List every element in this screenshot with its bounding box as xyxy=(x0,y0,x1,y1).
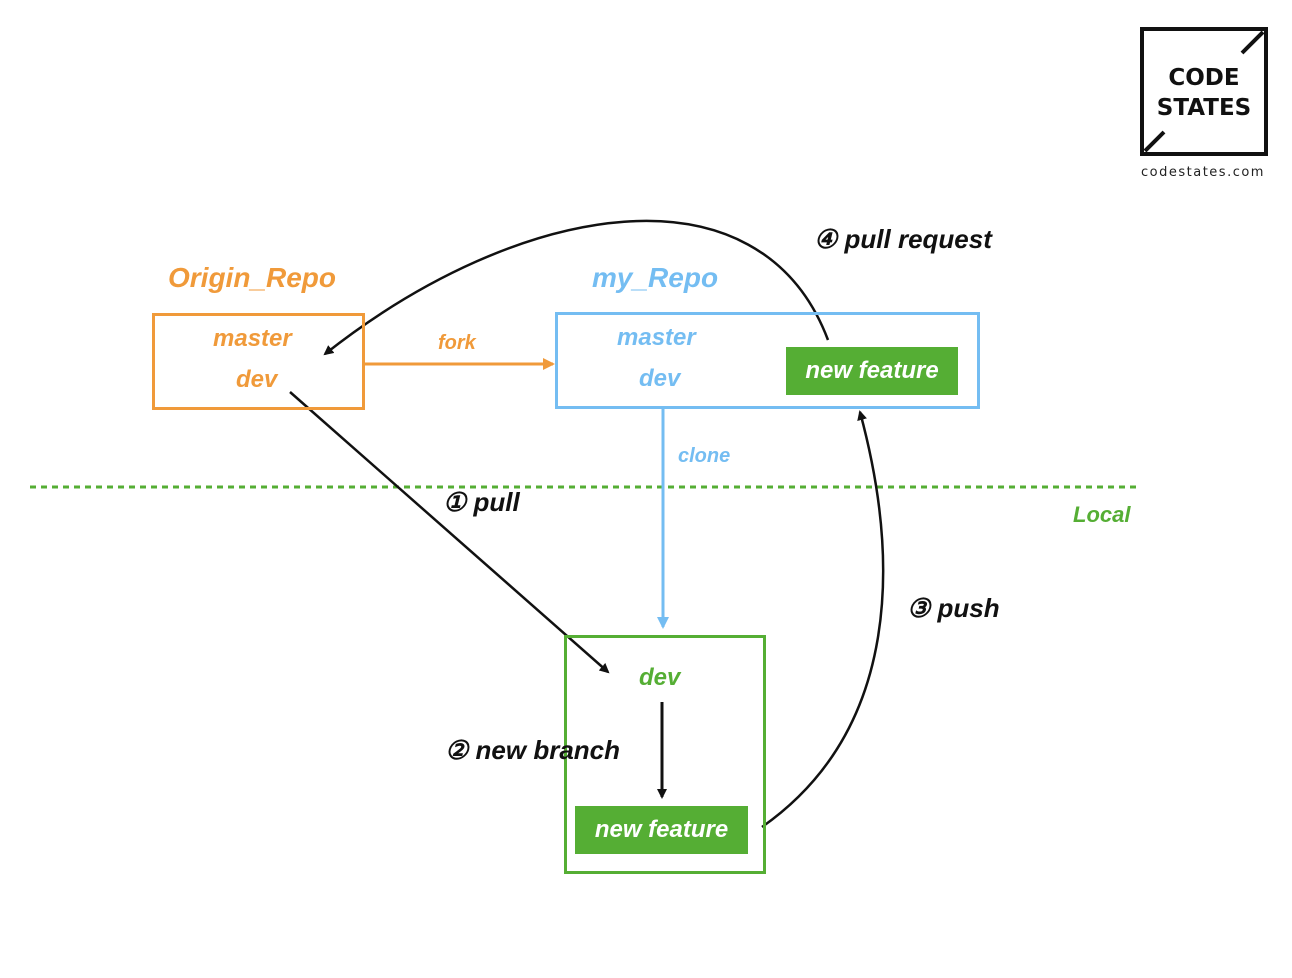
clone-label: clone xyxy=(678,445,731,467)
logo-slash-icon xyxy=(1144,31,1264,152)
my-repo-branch-dev[interactable]: dev xyxy=(639,365,681,392)
new-branch-label: ② new branch xyxy=(445,735,621,765)
my-repo-new-feature-branch[interactable]: new feature xyxy=(786,347,958,395)
fork-label: fork xyxy=(438,332,476,354)
pull-label: ① pull xyxy=(443,487,520,517)
pull-request-label: ④ pull request xyxy=(814,224,992,254)
codestates-logo: CODE STATES xyxy=(1140,27,1268,156)
push-arrow xyxy=(761,410,885,829)
origin-repo-box[interactable] xyxy=(152,313,365,410)
pull-arrow xyxy=(289,391,610,674)
logo-line-1: CODE xyxy=(1168,65,1240,91)
local-region-label: Local xyxy=(1073,502,1131,527)
my-repo-title: my_Repo xyxy=(592,262,719,293)
local-new-feature-branch[interactable]: new feature xyxy=(575,806,748,854)
origin-branch-dev[interactable]: dev xyxy=(236,366,278,393)
my-repo-branch-master[interactable]: master xyxy=(617,324,696,351)
local-branch-dev[interactable]: dev xyxy=(639,664,681,691)
local-repo-box[interactable] xyxy=(564,635,766,874)
origin-branch-master[interactable]: master xyxy=(213,325,292,352)
logo-url: codestates.com xyxy=(1141,165,1265,180)
logo-line-2: STATES xyxy=(1156,95,1252,121)
origin-repo-title: Origin_Repo xyxy=(168,262,337,293)
push-label: ③ push xyxy=(907,593,1000,623)
logo-text: CODE STATES xyxy=(1144,63,1264,123)
pull-request-arrow xyxy=(323,219,830,356)
my-repo-box[interactable] xyxy=(555,312,980,409)
